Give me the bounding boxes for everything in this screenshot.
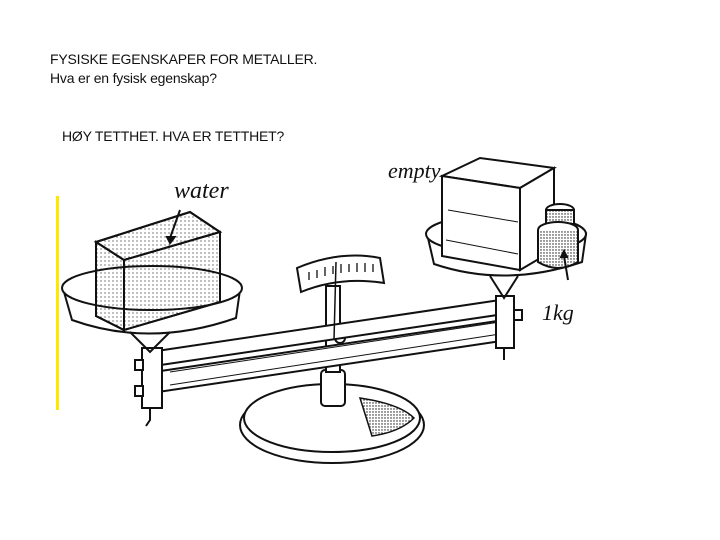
weight-label: 1kg [542, 300, 574, 325]
beam-end-left [135, 348, 162, 426]
empty-label: empty [388, 158, 441, 183]
water-label: water [174, 178, 229, 204]
beam-end-right [496, 296, 522, 360]
